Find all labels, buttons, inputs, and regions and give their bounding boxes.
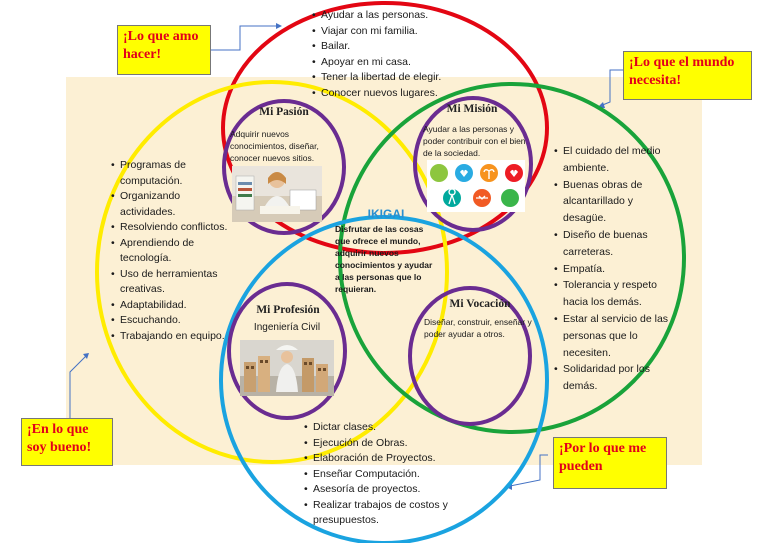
list-item: Buenas obras de alcantarillado y desagüe… [554, 177, 672, 227]
mision-icons [427, 160, 525, 212]
callout-good-at: ¡En lo que soy bueno! [21, 418, 113, 466]
callout-paid-for: ¡Por lo que me pueden [553, 437, 667, 489]
list-item: Elaboración de Proyectos. [304, 451, 472, 467]
list-item: Uso de herramientas creativas. [111, 267, 229, 298]
ribbon-icon [443, 188, 461, 207]
list-item: Aprendiendo de tecnología. [111, 236, 229, 267]
list-item: Organizando actividades. [111, 189, 229, 220]
list-item: Escuchando. [111, 313, 229, 329]
love-list: Ayudar a las personas. Viajar con mi fam… [312, 8, 492, 101]
profesion-photo [240, 340, 334, 396]
handshake-icon [473, 189, 491, 207]
good-at-list: Programas de computación. Organizando ac… [111, 158, 229, 344]
care-hands-icon [505, 164, 523, 182]
callout-love: ¡Lo que amo hacer! [117, 25, 211, 75]
arrowhead-love [276, 23, 282, 29]
pasion-title: Mi Pasión [259, 106, 309, 118]
list-item: Tener la libertad de elegir. [312, 70, 492, 86]
arrow-world [599, 69, 623, 107]
arrow-love [211, 25, 278, 51]
ikigai-title: IKIGAI [367, 207, 405, 221]
pasion-photo [232, 166, 322, 222]
connector-arrows [69, 25, 623, 487]
heart-hand-icon [455, 164, 473, 182]
callout-world-needs: ¡Lo que el mundo necesita! [623, 51, 752, 100]
circle-world-needs [338, 82, 686, 434]
list-item: Bailar. [312, 39, 492, 55]
list-item: Adaptabilidad. [111, 298, 229, 314]
list-item: Solidaridad por los demás. [554, 361, 672, 395]
list-item: Dictar clases. [304, 420, 472, 436]
list-item: Empatía. [554, 261, 672, 278]
list-item: Programas de computación. [111, 158, 229, 189]
list-item: Ejecución de Obras. [304, 436, 472, 452]
ikigai-text: Disfrutar de las cosas que ofrece el mun… [335, 224, 433, 294]
list-item: Viajar con mi familia. [312, 24, 492, 40]
world-needs-list: El cuidado del medio ambiente. Buenas ob… [554, 143, 672, 395]
circle-love [221, 1, 549, 255]
mision-title: Mi Misión [446, 103, 498, 115]
vocacion-title: Mi Vocación [449, 298, 511, 310]
list-item: Realizar trabajos de costos y presupuest… [304, 498, 472, 529]
profesion-subtitle: Ingeniería Civil [253, 322, 321, 333]
arrow-good [69, 355, 87, 418]
profesion-title: Mi Profesión [256, 304, 320, 316]
circle-profesion [227, 282, 347, 420]
list-item: Asesoría de proyectos. [304, 482, 472, 498]
list-item: Estar al servicio de las personas que lo… [554, 311, 672, 361]
list-item: Trabajando en equipo. [111, 329, 229, 345]
list-item: Conocer nuevos lugares. [312, 86, 492, 102]
pasion-text: Adquirir nuevos conocimientos, diseñar, … [230, 129, 319, 163]
arrow-paid [509, 454, 548, 487]
circle-good-at [95, 80, 449, 464]
mision-text: Ayudar a las personas y poder contribuir… [423, 124, 526, 158]
list-item: Ayudar a las personas. [312, 8, 492, 24]
arrowhead-good [83, 353, 89, 359]
list-item: Diseño de buenas carreteras. [554, 227, 672, 261]
plant-icon [480, 164, 498, 182]
list-item: Tolerancia y respeto hacia los demás. [554, 277, 672, 311]
paid-for-list: Dictar clases. Ejecución de Obras. Elabo… [304, 420, 472, 529]
circle-paid-for [219, 215, 549, 543]
list-item: Resolviendo conflictos. [111, 220, 229, 236]
list-item: Apoyar en mi casa. [312, 55, 492, 71]
list-item: El cuidado del medio ambiente. [554, 143, 672, 177]
sustainability-icon [430, 164, 448, 182]
vocacion-text: Diseñar, construir, enseñar y poder ayud… [424, 317, 532, 339]
list-item: Enseñar Computación. [304, 467, 472, 483]
